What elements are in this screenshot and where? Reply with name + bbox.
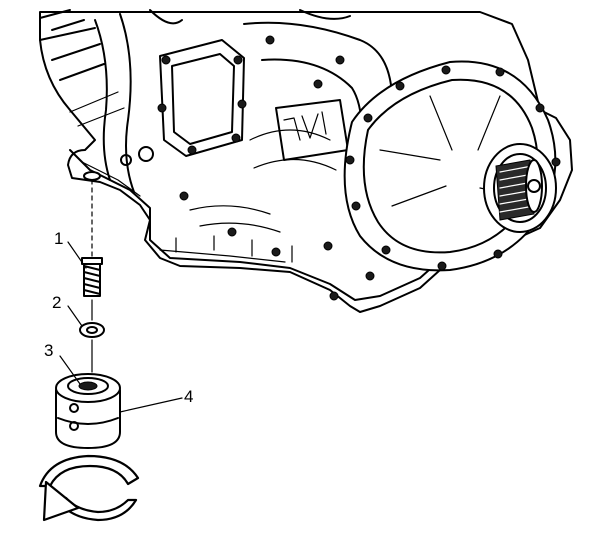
transmission-housing xyxy=(39,9,573,313)
leader-lines xyxy=(59,241,183,413)
callout-2: 2 xyxy=(52,293,61,312)
drain-plug-bolt xyxy=(81,257,103,297)
callout-4: 4 xyxy=(184,387,193,406)
counterclockwise-rotation-arrow-icon xyxy=(38,454,140,522)
filter-canister xyxy=(55,373,121,449)
callout-1: 1 xyxy=(54,229,63,248)
callout-3: 3 xyxy=(44,341,53,360)
washer xyxy=(79,322,105,338)
